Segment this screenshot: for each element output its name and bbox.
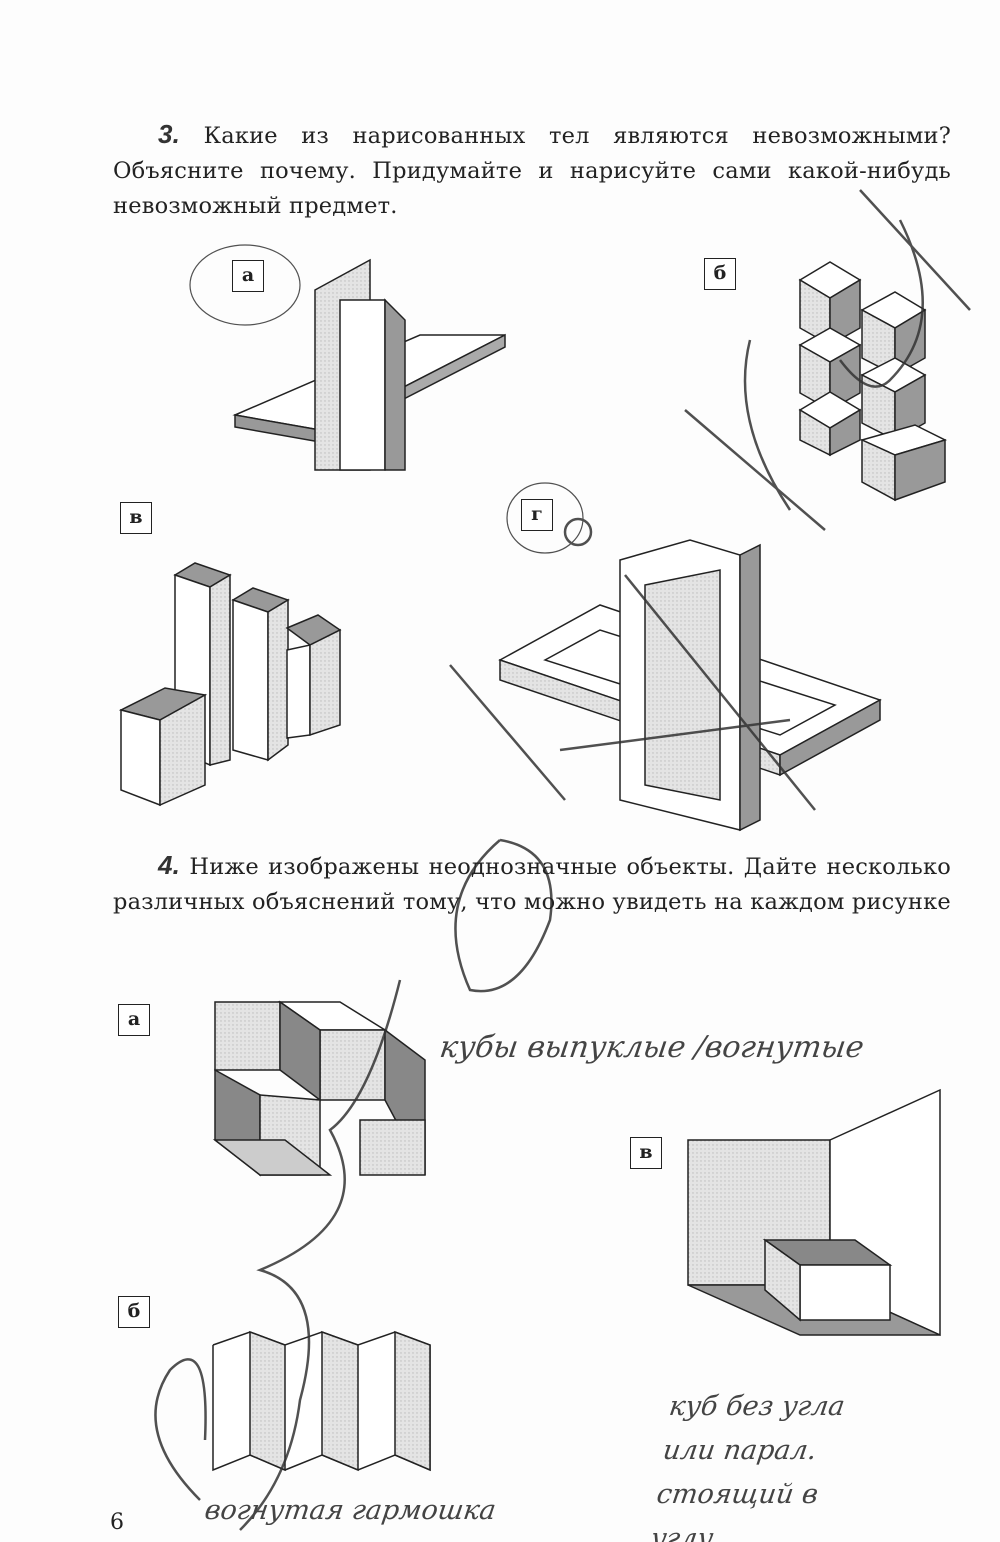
note-v-line: куб без угла xyxy=(667,1391,847,1422)
handwritten-note-a: кубы выпуклые /вогнутые xyxy=(437,1030,867,1065)
label-4b: б xyxy=(118,1296,150,1328)
task-4: 4. Ниже изображены неоднозначные объекты… xyxy=(113,848,951,920)
label-3v: в xyxy=(120,502,152,534)
figure-4b-accordion xyxy=(212,1330,431,1472)
label-3g: г xyxy=(521,499,553,531)
figure-3v-columns xyxy=(118,562,342,807)
label-4a: а xyxy=(118,1004,150,1036)
task-4-number: 4. xyxy=(158,850,181,880)
figure-3a-impossible-planks xyxy=(232,258,506,471)
pen-scribbles xyxy=(154,189,971,1531)
figure-4a-ambiguous-cubes xyxy=(212,1000,426,1177)
handwritten-note-b: вогнутая гармошка xyxy=(202,1495,498,1526)
label-3b: б xyxy=(704,258,736,290)
note-v-line: или парал. xyxy=(660,1435,819,1466)
task-4-text: Ниже изображены неоднозначные объекты. Д… xyxy=(113,854,951,915)
figure-4v-corner-box xyxy=(687,1088,941,1337)
figure-3g-impossible-cross xyxy=(498,539,882,832)
task-3: 3. Какие из нарисованных тел являются не… xyxy=(113,117,951,224)
label-4v: в xyxy=(630,1137,662,1169)
task-3-number: 3. xyxy=(158,119,181,149)
note-v-line: углу xyxy=(648,1523,716,1542)
label-3a: а xyxy=(232,260,264,292)
handwritten-note-v: куб без угла или парал. стоящий в углу xyxy=(648,1385,848,1542)
task-3-text: Какие из нарисованных тел являются невоз… xyxy=(113,123,951,219)
page-number: 6 xyxy=(110,1510,124,1535)
note-v-line: стоящий в xyxy=(654,1479,821,1510)
figure-3b-cube-stack xyxy=(798,261,948,502)
